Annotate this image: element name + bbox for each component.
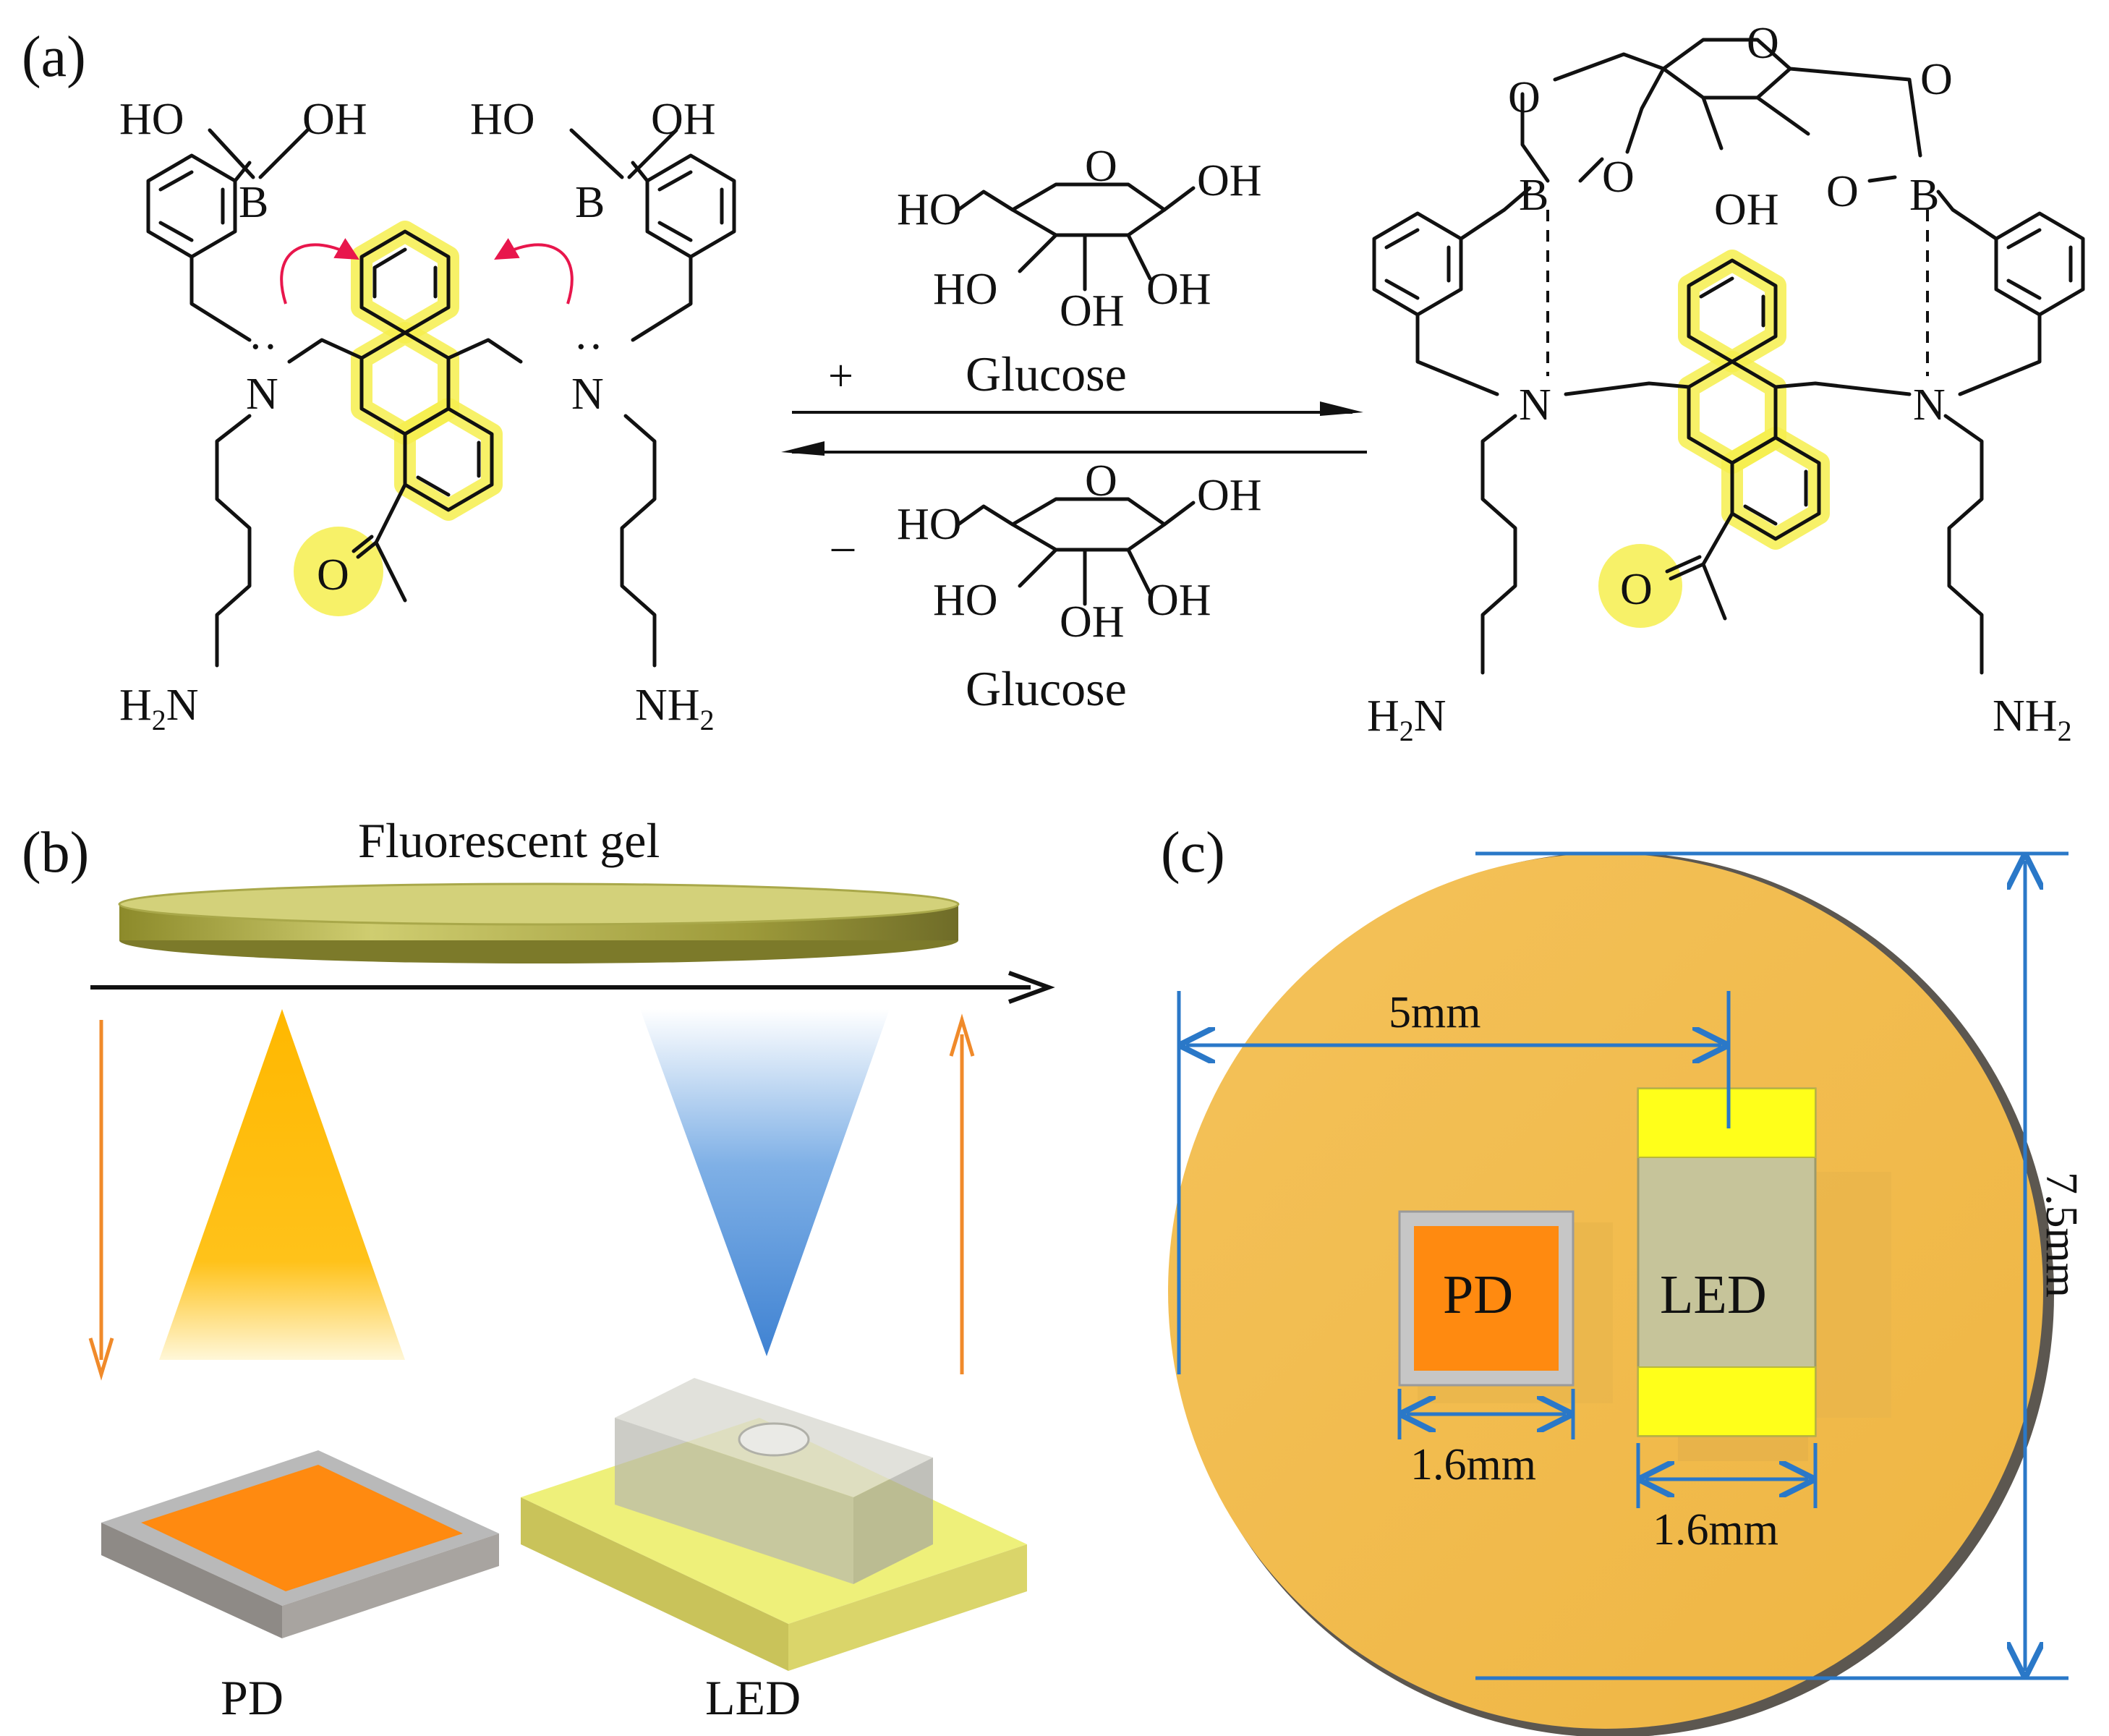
dim-5mm-label: 5mm [1389,988,1480,1037]
atom-ho-1: HO [119,95,184,144]
glucose-bottom-oh-2: OH [1060,597,1125,647]
rm-n-2: N [1913,380,1946,430]
rm-n-1: N [1519,380,1551,430]
panel-label-a: (a) [22,25,86,89]
glucose-top-oh-3: OH [1146,265,1211,314]
rm-o-2: O [1747,19,1779,68]
rm-o-4: O [1602,153,1635,202]
glucose-top-ho: HO [897,185,962,234]
rm-o-1: O [1508,73,1541,122]
lone-pair-1: ·· [248,323,278,372]
glucose-top [956,182,1196,292]
lone-pair-2: ·· [574,323,603,372]
left-molecule [146,128,736,668]
fluorescent-gel [118,882,960,963]
glucose-top-label: Glucose [966,346,1127,401]
pd-chip [101,1450,499,1638]
glucose-bottom-ho: HO [897,500,962,549]
rm-o-3: O [1920,55,1953,104]
glucose-bottom [956,497,1196,606]
dim-7-5mm-label: 7.5mm [2037,1172,2086,1298]
panel-label-c: (c) [1161,821,1225,885]
led-footprint [1637,1087,1817,1437]
glucose-bottom-o: O [1085,456,1117,506]
excitation-cone [640,1009,890,1356]
atom-oh-1: OH [302,95,367,144]
glucose-top-ho-2: HO [933,265,998,314]
emission-arrow-down [88,1020,114,1381]
axis-arrow [90,971,1055,1004]
atom-ho-2: HO [470,95,535,144]
dim-led [1636,1443,1818,1508]
atom-n-1: N [246,370,278,419]
led-footprint-label: LED [1660,1264,1767,1325]
glucose-bottom-label: Glucose [966,661,1127,716]
led-chip [521,1378,1027,1671]
rm-o-5: O [1826,167,1859,216]
glucose-bottom-oh-1: OH [1197,471,1262,520]
led-label: LED [705,1670,801,1725]
atom-h2n-1: H2N [119,681,199,736]
dim-7-5mm [1475,851,2068,1680]
atom-b-2: B [575,178,605,227]
rm-b-1: B [1519,171,1548,220]
minus-sign: – [831,522,855,571]
gel-label: Fluorescent gel [358,813,660,868]
dim-led-label: 1.6mm [1653,1505,1778,1554]
atom-n-2: N [571,370,604,419]
glucose-bottom-oh-3: OH [1146,576,1211,625]
atom-o-ketone-1: O [317,550,349,600]
atom-nh2-1: NH2 [635,681,715,736]
atom-oh-2: OH [651,95,716,144]
rm-o-ketone: O [1620,565,1653,614]
equilibrium-arrows [781,401,1367,456]
dim-5mm [1177,991,1731,1374]
glucose-bottom-ho-2: HO [933,576,998,625]
panel-label-b: (b) [22,821,89,885]
emission-cone [159,1009,405,1360]
pd-label: PD [221,1670,284,1725]
right-molecule [1372,38,2085,675]
sensor-disk [1168,852,2054,1736]
excitation-arrow-up [949,1013,975,1374]
rm-nh2: NH2 [1993,692,2072,747]
pd-footprint [1398,1210,1575,1387]
plus-sign: + [828,352,853,401]
dim-pd [1397,1389,1575,1439]
dim-pd-label: 1.6mm [1410,1440,1536,1489]
rm-b-2: B [1909,171,1939,220]
glucose-top-oh-2: OH [1060,286,1125,336]
rm-h2n: H2N [1367,692,1447,747]
glucose-top-oh-1: OH [1197,156,1262,205]
rm-oh: OH [1714,185,1779,234]
pd-footprint-label: PD [1443,1264,1513,1325]
glucose-top-o: O [1085,142,1117,191]
atom-b-1: B [239,178,268,227]
